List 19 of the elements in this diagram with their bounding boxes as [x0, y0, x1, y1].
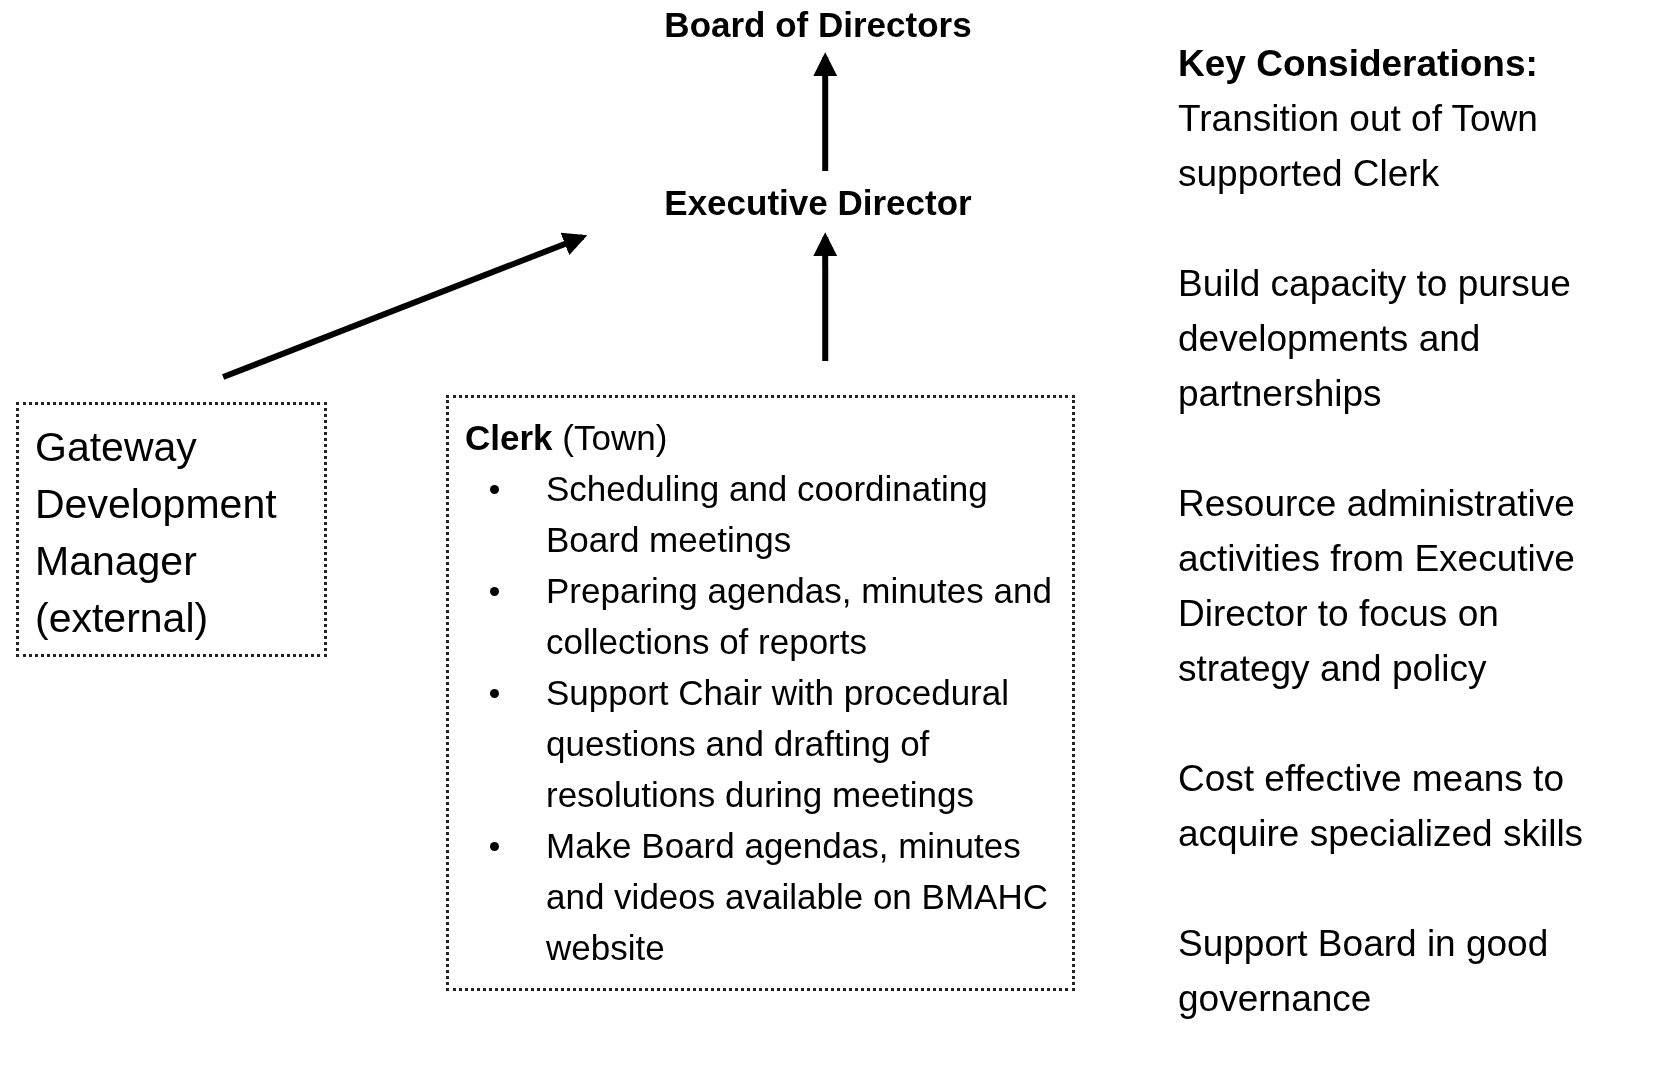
consideration-text: Build capacity to pursue developments and partnerships [1178, 262, 1572, 416]
consideration-text: Resource administrative activities from Executive Director to focus on strategy and policy [1178, 482, 1576, 691]
arrow [222, 232, 588, 380]
role-box [16, 402, 327, 657]
duty-bullet: Scheduling and coordinating Board meetings [546, 463, 1058, 565]
role-name: Gateway Development Manager (external) [35, 423, 278, 643]
duty-bullet: Preparing agendas, minutes and collections of reports [546, 565, 1058, 667]
consideration-text: Transition out of Town supported Clerk [1178, 97, 1539, 196]
role-heading: Clerk (Town) [465, 417, 669, 459]
consideration-heading: Key Considerations: [1178, 42, 1539, 86]
duty-bullet: Make Board agendas, minutes and videos available on BMAHC website [546, 820, 1058, 973]
arrow [813, 232, 838, 361]
role-box [446, 395, 1075, 991]
duty-bullet: Support Chair with procedural questions and drafting of resolutions during meetings [546, 667, 1058, 820]
role-title: Executive Director [618, 183, 1018, 223]
consideration-text: Support Board in good governance [1178, 922, 1550, 1021]
arrow [813, 52, 838, 171]
consideration-text: Cost effective means to acquire specialized skills [1178, 757, 1585, 856]
role-title: Board of Directors [618, 5, 1018, 45]
